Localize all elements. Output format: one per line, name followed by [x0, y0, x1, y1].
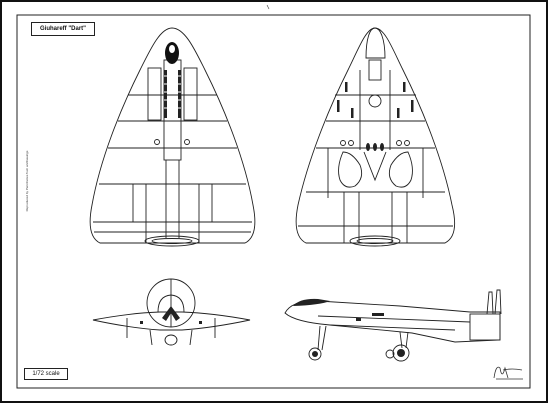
bottom-view-wing-outline	[295, 27, 456, 244]
frame-mark	[266, 4, 270, 10]
top-view	[89, 27, 256, 247]
front-view-wing	[92, 311, 251, 331]
bottom-view-details	[337, 82, 414, 151]
inner-frame	[16, 14, 531, 389]
top-view-vents	[164, 70, 181, 118]
side-view-canopy	[293, 298, 405, 357]
front-view	[92, 278, 251, 346]
signature-mark	[493, 366, 523, 380]
scale-label: 1/72 scale	[24, 368, 68, 380]
side-note: Reproduced by Pencilnotes from art/drawi…	[25, 150, 29, 212]
front-view-intakes	[140, 306, 202, 324]
top-view-wing-outline	[89, 27, 256, 244]
drawing-title: Giuhareff "Dart"	[31, 22, 95, 36]
